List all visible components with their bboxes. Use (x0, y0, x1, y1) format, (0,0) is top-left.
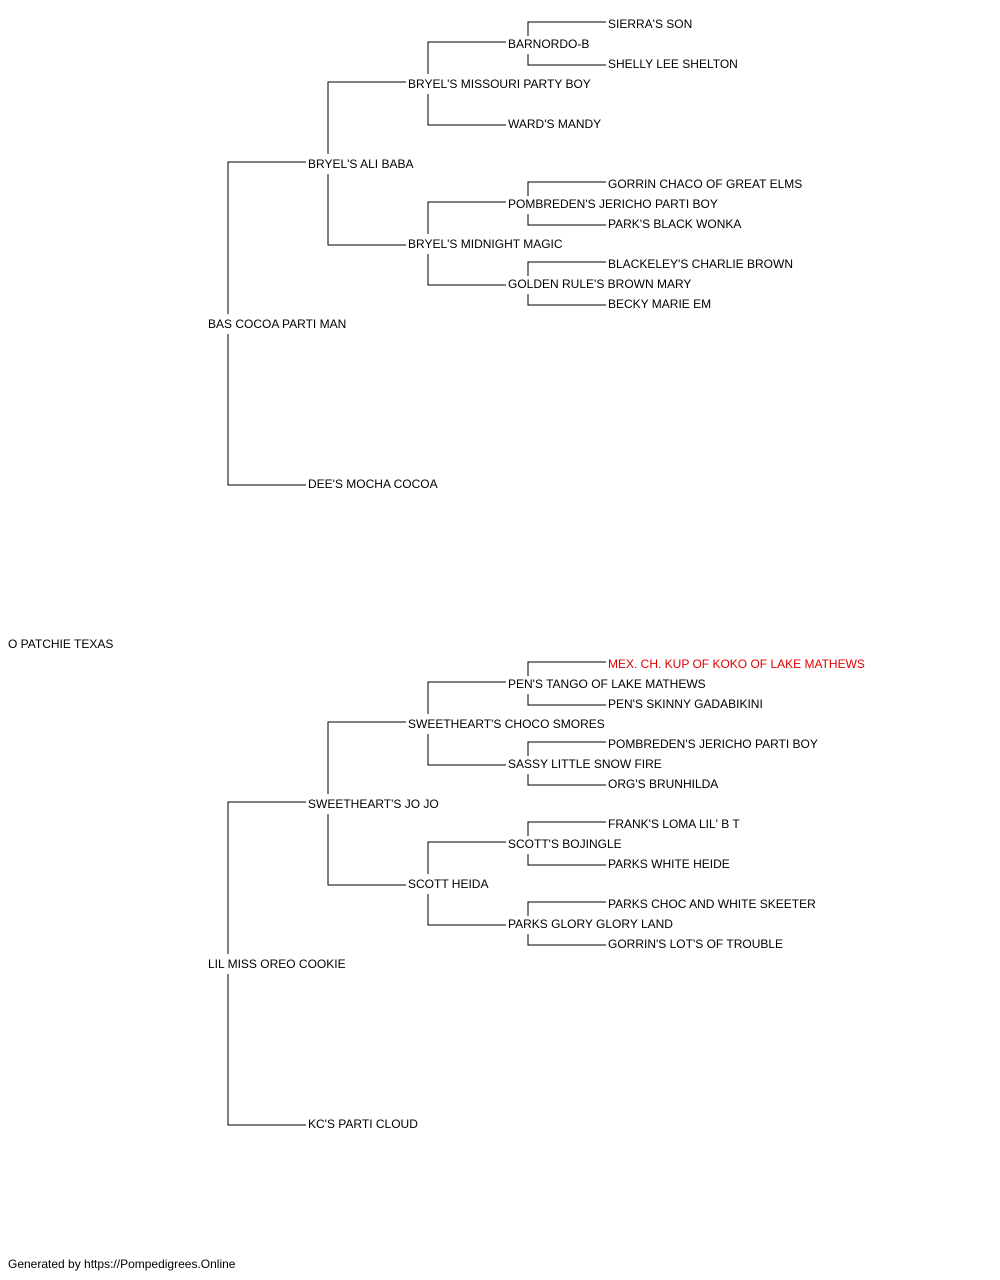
connector (527, 774, 606, 786)
dam-dam-name: KC'S PARTI CLOUD (308, 1117, 418, 1131)
connector (527, 214, 606, 226)
connector (527, 821, 606, 836)
ancestor-name: POMBREDEN'S JERICHO PARTI BOY (608, 737, 818, 751)
ancestor-name: SASSY LITTLE SNOW FIRE (508, 757, 662, 771)
ancestor-name: BRYEL'S MIDNIGHT MAGIC (408, 237, 563, 251)
connector (527, 181, 606, 196)
dam-name: LIL MISS OREO COOKIE (208, 957, 346, 971)
ancestor-name: SHELLY LEE SHELTON (608, 57, 738, 71)
ancestor-name: BECKY MARIE EM (608, 297, 711, 311)
connector (527, 21, 606, 36)
sire-sire-name: BRYEL'S ALI BABA (308, 157, 413, 171)
connector (527, 661, 606, 676)
subject-name: O PATCHIE TEXAS (8, 637, 113, 651)
connector (427, 734, 506, 766)
ancestor-name: GORRIN'S LOT'S OF TROUBLE (608, 937, 783, 951)
connector (427, 254, 506, 286)
connector (527, 854, 606, 866)
pedigree-tree: O PATCHIE TEXAS BAS COCOA PARTI MAN LIL … (8, 17, 865, 1131)
connector (527, 741, 606, 756)
ancestor-name: WARD'S MANDY (508, 117, 601, 131)
ancestor-name: SWEETHEART'S CHOCO SMORES (408, 717, 605, 731)
connector (527, 694, 606, 706)
connector (427, 94, 506, 126)
ancestor-name: PEN'S SKINNY GADABIKINI (608, 697, 763, 711)
connector-sire-line (227, 161, 306, 314)
connector-lines (227, 21, 606, 1126)
connector (327, 814, 406, 886)
ancestor-name: PARKS CHOC AND WHITE SKEETER (608, 897, 816, 911)
ancestor-name: SIERRA'S SON (608, 17, 692, 31)
connector (427, 201, 506, 234)
ancestor-name: SCOTT'S BOJINGLE (508, 837, 622, 851)
ancestor-name: BARNORDO-B (508, 37, 589, 51)
connector (427, 681, 506, 714)
dam-sire-name: SWEETHEART'S JO JO (308, 797, 439, 811)
ancestor-name: PARKS GLORY GLORY LAND (508, 917, 673, 931)
ancestor-name: PARK'S BLACK WONKA (608, 217, 741, 231)
connector (427, 41, 506, 74)
ancestor-name: PARKS WHITE HEIDE (608, 857, 730, 871)
connector (227, 801, 306, 954)
connector (527, 934, 606, 946)
connector (327, 81, 406, 154)
connector (227, 334, 306, 486)
ancestor-name: BRYEL'S MISSOURI PARTY BOY (408, 77, 591, 91)
ancestor-name: GOLDEN RULE'S BROWN MARY (508, 277, 691, 291)
connector-dam-line (227, 974, 306, 1126)
connector (327, 721, 406, 794)
sire-name: BAS COCOA PARTI MAN (208, 317, 346, 331)
ancestor-name: FRANK'S LOMA LIL' B T (608, 817, 740, 831)
ancestor-name: PEN'S TANGO OF LAKE MATHEWS (508, 677, 706, 691)
connector (527, 294, 606, 306)
ancestor-name: POMBREDEN'S JERICHO PARTI BOY (508, 197, 718, 211)
ancestor-name: GORRIN CHACO OF GREAT ELMS (608, 177, 802, 191)
connector (527, 261, 606, 276)
generated-by-footer: Generated by https://Pompedigrees.Online (8, 1257, 236, 1271)
connector (527, 54, 606, 66)
titled-ancestor-name: MEX. CH. KUP OF KOKO OF LAKE MATHEWS (608, 657, 865, 671)
sire-dam-name: DEE'S MOCHA COCOA (308, 477, 438, 491)
ancestor-name: ORG'S BRUNHILDA (608, 777, 718, 791)
pedigree-labels: O PATCHIE TEXAS BAS COCOA PARTI MAN LIL … (8, 17, 865, 1131)
connector (427, 894, 506, 926)
connector (427, 841, 506, 874)
connector (527, 901, 606, 916)
ancestor-name: BLACKELEY'S CHARLIE BROWN (608, 257, 793, 271)
ancestor-name: SCOTT HEIDA (408, 877, 488, 891)
connector (327, 174, 406, 246)
